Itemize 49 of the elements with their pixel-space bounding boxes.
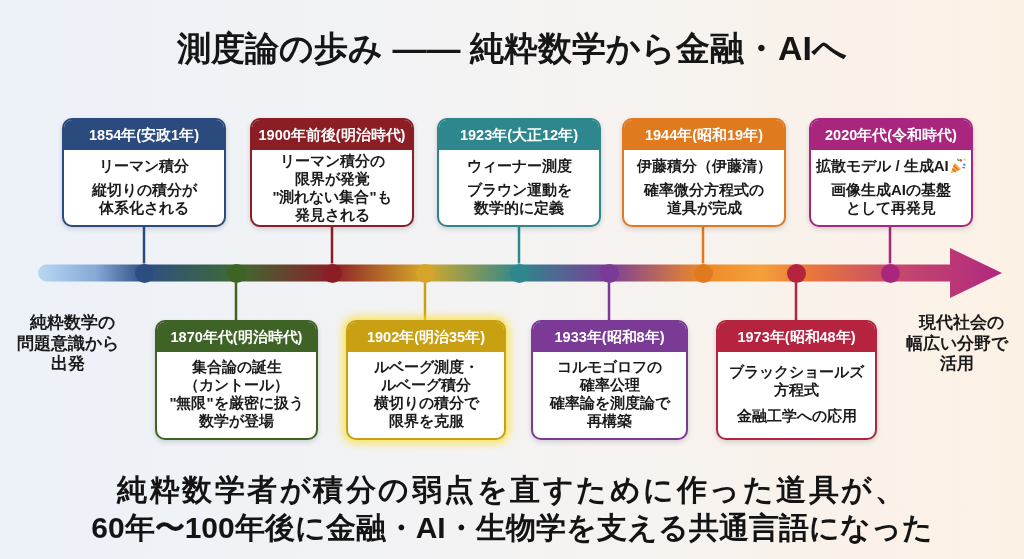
event-title: 集合論の誕生（カントール） xyxy=(183,358,290,394)
event-title: 拡散モデル / 生成AI xyxy=(816,156,949,175)
side-note: 純粋数学の問題意識から出発 xyxy=(15,313,120,376)
year-header: 1900年前後(明治時代) xyxy=(252,120,412,150)
connector-line xyxy=(234,282,238,320)
event-card xyxy=(716,320,877,440)
year-header: 1944年(昭和19年) xyxy=(624,120,784,150)
event-card xyxy=(250,118,414,227)
year-header: 2020年代(令和時代) xyxy=(811,120,971,150)
event-card xyxy=(437,118,601,227)
event-description: 確率微分方程式の道具が完成 xyxy=(642,180,765,217)
event-description: 金融工学への応用 xyxy=(736,407,857,425)
year-header: 1854年(安政1年) xyxy=(64,120,224,150)
connector-line xyxy=(423,282,427,320)
event-card xyxy=(809,118,973,227)
event-title: 伊藤積分（伊藤清） xyxy=(636,156,772,175)
caption-text: 純粋数学者が積分の弱点を直すために作った道具が、60年〜100年後に金融・AI・生物学を支える共通言語になった xyxy=(90,472,934,546)
year-header: 1923年(大正12年) xyxy=(439,120,599,150)
year-header: 1973年(昭和48年) xyxy=(718,322,875,352)
connector-line xyxy=(701,227,705,264)
event-card xyxy=(62,118,226,227)
event-title: ルベーグ測度・ルベーグ積分 xyxy=(372,358,480,394)
side-note: 現代社会の幅広い分野で活用 xyxy=(904,313,1010,376)
event-card xyxy=(346,320,506,440)
year-header: 1902年(明治35年) xyxy=(348,322,504,352)
year-header: 1870年代(明治時代) xyxy=(157,322,316,352)
event-title: ウィーナー測度 xyxy=(466,156,572,175)
event-description: 縦切りの積分が体系化される xyxy=(90,180,199,217)
connector-line xyxy=(888,227,892,264)
event-description: "無限"を厳密に扱う数学が登場 xyxy=(168,394,305,430)
connector-line xyxy=(330,227,334,264)
event-card xyxy=(622,118,786,227)
event-description: 画像生成AIの基盤として再発見 xyxy=(830,180,952,217)
connector-line xyxy=(142,227,146,264)
event-card xyxy=(155,320,318,440)
event-title: リーマン積分の限界が発覚 xyxy=(278,152,386,188)
event-description: 横切りの積分で限界を克服 xyxy=(372,394,481,430)
connector-line xyxy=(517,227,521,264)
event-description: ブラウン運動を数学的に定義 xyxy=(465,180,573,217)
diagram-title: 測度論の歩み —— 純粋数学から金融・AIへ xyxy=(177,28,847,69)
event-card xyxy=(531,320,688,440)
connector-line xyxy=(794,282,798,320)
event-title: コルモゴロフの確率公理 xyxy=(556,358,663,394)
connector-line xyxy=(607,282,611,320)
year-header: 1933年(昭和8年) xyxy=(533,322,686,352)
event-description: 確率論を測度論で再構築 xyxy=(548,394,672,430)
event-description: "測れない集合"も発見される xyxy=(271,188,393,224)
event-title: リーマン積分 xyxy=(99,156,189,175)
event-title: ブラックショールズ方程式 xyxy=(728,363,866,399)
